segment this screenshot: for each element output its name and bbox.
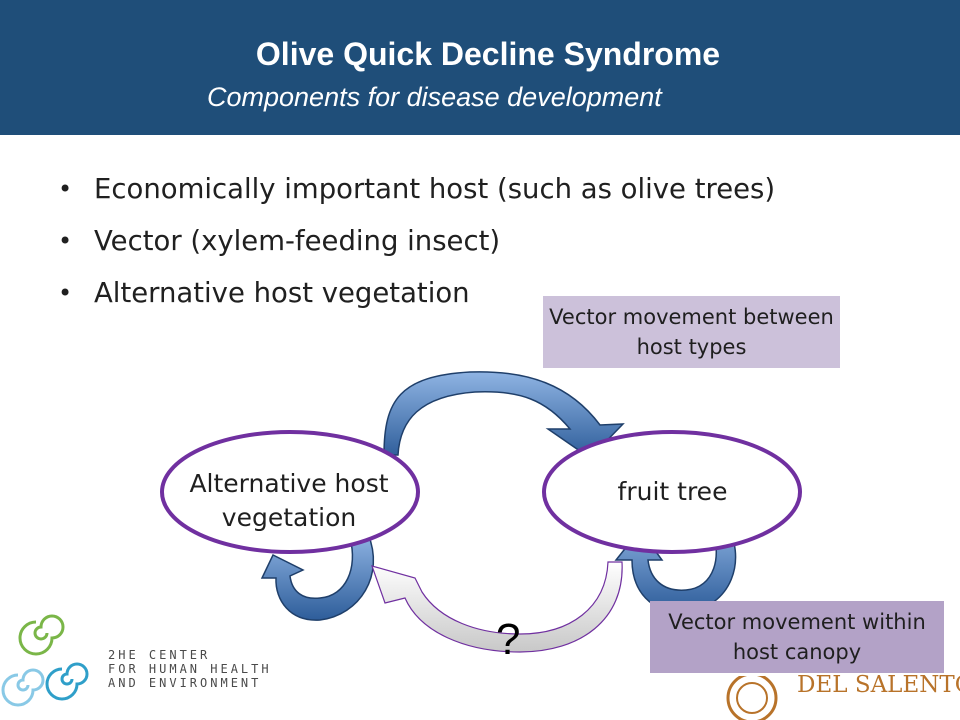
question-mark: ? [496, 615, 521, 664]
callout-between-host-types: Vector movement between host types [543, 296, 840, 368]
arrow-between-hosts [383, 371, 625, 459]
center-name-line: 2HE CENTER [108, 648, 211, 662]
node-alternative-host [160, 430, 420, 554]
label-alternative-host: Alternative host vegetation [189, 469, 389, 532]
bullet-item: • Vector (xylem-feeding insect) [58, 215, 775, 267]
bullet-icon: • [58, 175, 73, 203]
slide-subtitle: Components for disease development [207, 82, 662, 112]
university-seal [726, 676, 778, 720]
bullet-list: • Economically important host (such as ol… [58, 163, 775, 319]
bullet-icon: • [58, 279, 73, 307]
university-name: DEL SALENTO [797, 672, 960, 698]
center-name-line: FOR HUMAN HEALTH [108, 662, 272, 676]
bullet-item: • Alternative host vegetation [58, 267, 775, 319]
title-banner: Olive Quick Decline Syndrome Components … [0, 0, 960, 135]
bullet-item: • Economically important host (such as ol… [58, 163, 775, 215]
bullet-text: Alternative host vegetation [94, 277, 470, 309]
center-name: 2HE CENTER FOR HUMAN HEALTH AND ENVIRONM… [108, 648, 272, 690]
node-fruit-tree [542, 430, 802, 554]
label-fruit-tree: fruit tree [617, 477, 728, 506]
bullet-text: Economically important host (such as oli… [94, 173, 776, 205]
center-name-line: AND ENVIRONMENT [108, 676, 262, 690]
2he-spiral-logo [1, 614, 89, 707]
bullet-text: Vector (xylem-feeding insect) [94, 225, 501, 257]
arrow-loop-alternative [260, 533, 375, 621]
arrow-unknown-movement [371, 561, 623, 653]
slide-title: Olive Quick Decline Syndrome [255, 36, 721, 72]
bullet-icon: • [58, 227, 73, 255]
callout-within-canopy: Vector movement within host canopy [650, 601, 944, 673]
